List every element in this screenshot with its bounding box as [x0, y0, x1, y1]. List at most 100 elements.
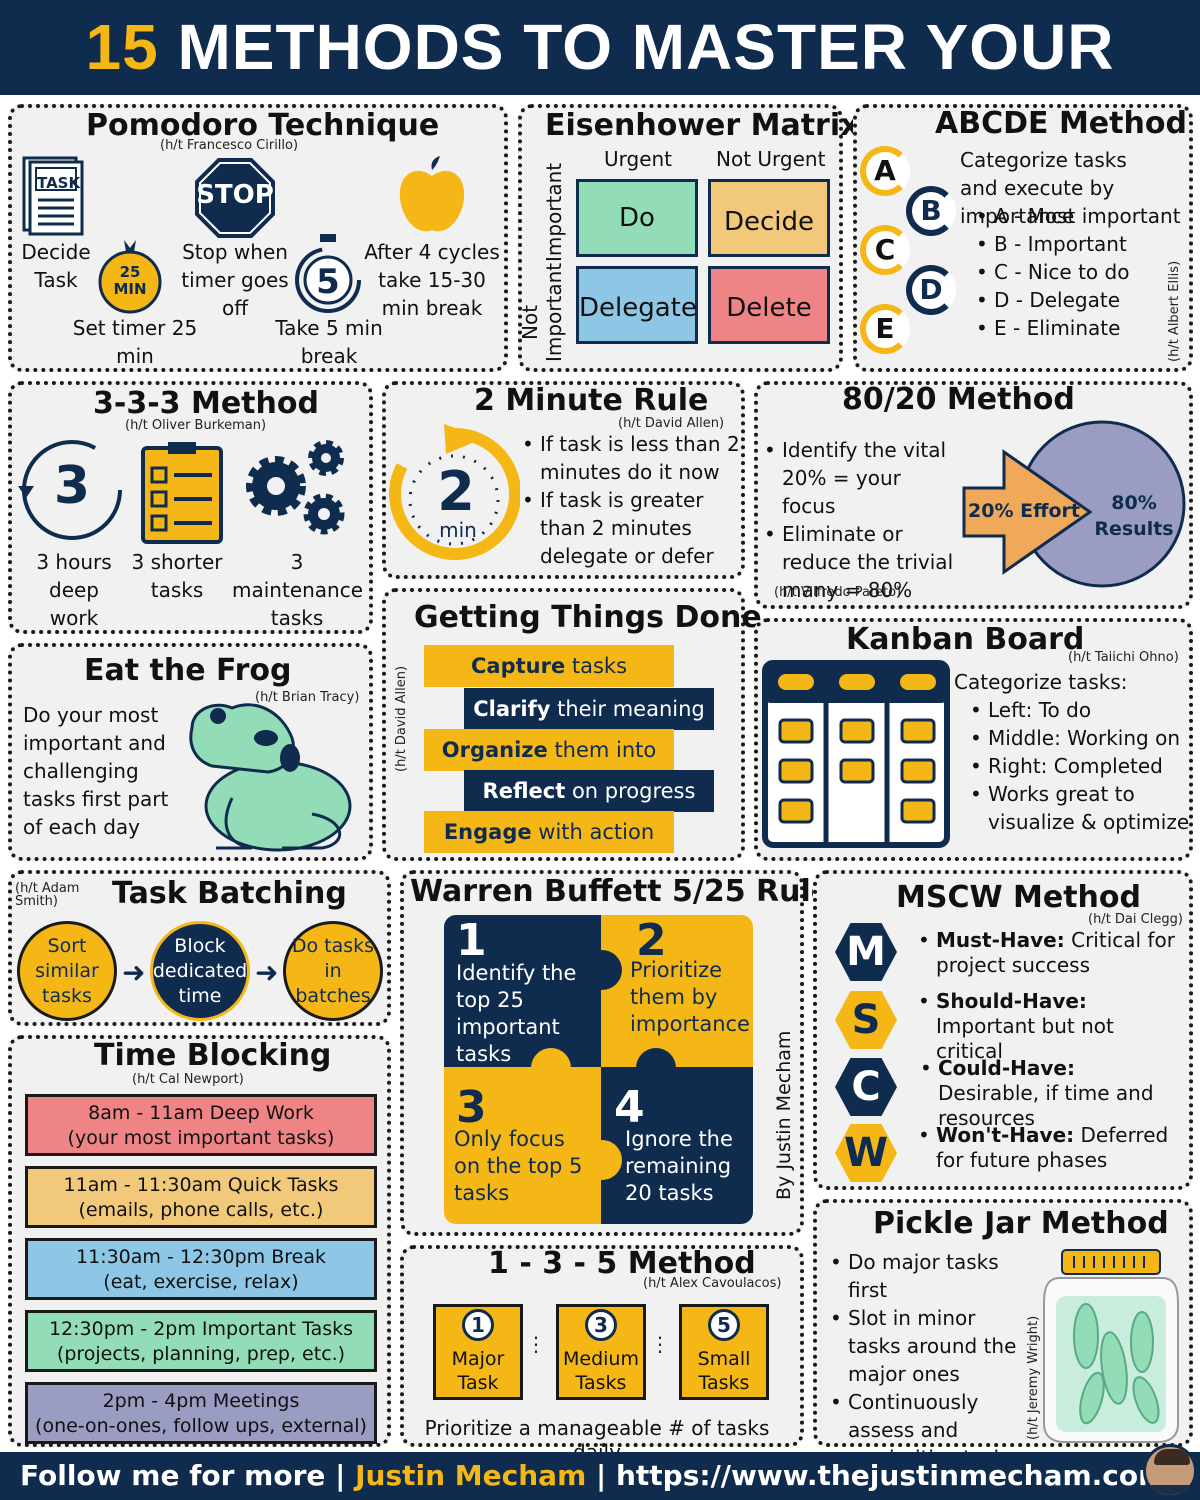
quadrant-delete: Delete — [708, 266, 830, 344]
five-icon-text: 5 — [316, 262, 340, 302]
abcde-letter-d: D — [906, 265, 956, 315]
mscw-ht: (h/t Dai Clegg) — [1088, 912, 1183, 927]
pickle-jar-icon — [1043, 1249, 1179, 1443]
gtd-title: Getting Things Done — [414, 600, 762, 635]
pickle-bullet-1: Do major tasks first — [826, 1248, 1018, 1304]
abcde-letter-c: C — [860, 225, 910, 275]
one35-dots-2: ⋮ — [650, 1332, 670, 1356]
two-minute-bullet-1: If task is less than 2 minutes do it now — [518, 430, 740, 486]
footer-text: Follow me for more | Justin Mecham | htt… — [20, 1452, 1178, 1500]
eighty20-pie-label: 80% Results — [1094, 492, 1174, 540]
abcde-letter-b: B — [906, 186, 956, 236]
eighty20-bullet-2: Eliminate or reduce the trivial many = 8… — [760, 520, 960, 604]
one35-caption: Prioritize a manageable # of tasks daily — [424, 1416, 770, 1464]
time-block-important-line1: 12:30pm - 2pm Important Tasks — [48, 1318, 354, 1340]
puzzle-text-4: Ignore the remaining 20 tasks — [625, 1127, 733, 1205]
time-block-meetings: 2pm - 4pm Meetings(one-on-ones, follow u… — [25, 1382, 377, 1444]
time-block-break-line1: 11:30am - 12:30pm Break — [76, 1246, 326, 1268]
two-minute-number: 2 — [437, 460, 475, 523]
buffett-title: Warren Buffett 5/25 Rule — [410, 874, 832, 909]
eisenhower-row-important: Important — [542, 162, 566, 262]
gtd-step-reflect: Reflect on progress — [464, 770, 714, 812]
puzzle-num-2: 2 — [636, 915, 667, 966]
time-block-break: 11:30am - 12:30pm Break(eat, exercise, r… — [25, 1238, 377, 1300]
puzzle-text-1: Identify the top 25 important tasks — [456, 961, 577, 1066]
pomodoro-step-decide: Decide Task — [21, 240, 91, 292]
eisenhower-col-not-urgent: Not Urgent — [716, 147, 826, 171]
stop-sign-icon — [195, 158, 275, 238]
mscw-item-could-text: Could-Have: Desirable, if time and resou… — [916, 1056, 1181, 1131]
kanban-intro: Categorize tasks: — [954, 670, 1128, 694]
abcde-item-e: E - Eliminate — [972, 314, 1182, 342]
footer-link[interactable]: | https://www.thejustinmecham.com/ — [586, 1459, 1178, 1492]
gtd-ht: (h/t David Allen) — [394, 665, 409, 772]
stopwatch-icon — [295, 234, 361, 313]
mscw-item-must-text: Must-Have: Critical for project success — [914, 928, 1179, 978]
kanban-bullet-left: Left: To do — [966, 696, 1190, 724]
gtd-step-clarify-rest: their meaning — [550, 697, 705, 721]
three33-ht: (h/t Oliver Burkeman) — [125, 418, 267, 433]
abcde-item-d: D - Delegate — [972, 286, 1182, 314]
quadrant-delegate: Delegate — [576, 266, 698, 344]
footer-bar — [0, 1452, 1200, 1500]
checklist-icon — [141, 442, 223, 544]
two-minute-bullet-2: If task is greater than 2 minutes delega… — [518, 486, 740, 570]
batching-step-block: Block dedicated time — [150, 921, 250, 1021]
eisenhower-title: Eisenhower Matrix — [545, 108, 860, 143]
batching-title: Task Batching — [112, 876, 347, 911]
time-block-quick-line2: (emails, phone calls, etc.) — [78, 1199, 324, 1221]
one35-num-1: 1 — [462, 1309, 494, 1341]
time-block-deep-work-line1: 8am - 11am Deep Work — [88, 1102, 314, 1124]
gtd-step-engage-rest: with action — [531, 820, 655, 844]
pomodoro-step-break: Take 5 min break — [275, 316, 383, 368]
time-block-important-line2: (projects, planning, prep, etc.) — [56, 1343, 346, 1365]
pareto-pie-icon — [962, 420, 1186, 588]
eisenhower-row-not-important: Important — [542, 262, 566, 362]
gtd-step-clarify: Clarify their meaning — [464, 688, 714, 730]
abcde-title: ABCDE Method — [935, 106, 1187, 141]
kanban-bullet-works: Works great to visualize & optimize — [966, 780, 1190, 836]
eighty20-arrow-label: 20% Effort — [968, 500, 1080, 522]
mscw-item-should-text: Should-Have: Important but not critical — [914, 989, 1179, 1064]
two-minute-list: If task is less than 2 minutes do it now… — [518, 430, 740, 570]
footer-author[interactable]: Justin Mecham — [355, 1459, 587, 1492]
quadrant-decide: Decide — [708, 179, 830, 257]
two-minute-unit: min — [439, 518, 477, 542]
time-blocking-ht: (h/t Cal Newport) — [132, 1072, 244, 1087]
frog-title: Eat the Frog — [84, 653, 292, 688]
one35-num-3: 3 — [585, 1309, 617, 1341]
frog-icon — [189, 703, 352, 852]
page-title: 15 METHODS TO MASTER YOUR TIME — [0, 0, 1200, 178]
gtd-step-clarify-bold: Clarify — [473, 697, 551, 721]
mscw-item-wont-text: Won't-Have: Deferred for future phases — [914, 1123, 1179, 1173]
one35-card-medium: Medium Tasks — [556, 1304, 646, 1400]
batching-step-sort: Sort similar tasks — [17, 921, 117, 1021]
clock-number: 3 — [53, 456, 91, 516]
gtd-step-reflect-rest: on progress — [565, 779, 696, 803]
gtd-step-organize-bold: Organize — [441, 738, 548, 762]
task-list-icon — [22, 156, 84, 236]
three33-label-deep-work: 3 hours deep work — [36, 550, 112, 630]
one35-card-major: Major Task — [433, 1304, 523, 1400]
batching-step-do: Do tasks in batches — [283, 921, 383, 1021]
puzzle-knob-3 — [636, 1048, 676, 1088]
mscw-wont-rest: Deferred for future phases — [936, 1123, 1169, 1172]
gtd-step-engage-bold: Engage — [443, 820, 532, 844]
mscw-item-should: Should-Have: Important but not critical — [914, 989, 1179, 1064]
time-block-quick-tasks: 11am - 11:30am Quick Tasks (emails, phone… — [25, 1166, 377, 1228]
two-minute-ht: (h/t David Allen) — [618, 416, 725, 431]
mscw-item-wont: Won't-Have: Deferred for future phases — [914, 1123, 1179, 1173]
puzzle-num-1: 1 — [456, 915, 487, 966]
abcde-item-b: B - Important — [972, 230, 1182, 258]
eighty20-title: 80/20 Method — [842, 382, 1075, 417]
one35-num-5: 5 — [708, 1309, 740, 1341]
gtd-step-organize: Organize them into lists — [424, 729, 674, 804]
kanban-board-icon — [762, 660, 950, 848]
title-number: 15 — [85, 11, 159, 83]
time-block-quick-line1: 11am - 11:30am Quick Tasks — [63, 1174, 339, 1196]
three33-label-maintenance: 3 maintenance tasks — [232, 550, 364, 630]
frog-ht: (h/t Brian Tracy) — [255, 690, 360, 705]
mscw-title: MSCW Method — [896, 880, 1141, 915]
three33-title: 3-3-3 Method — [93, 386, 319, 421]
mscw-item-must: Must-Have: Critical for project success — [914, 928, 1179, 978]
